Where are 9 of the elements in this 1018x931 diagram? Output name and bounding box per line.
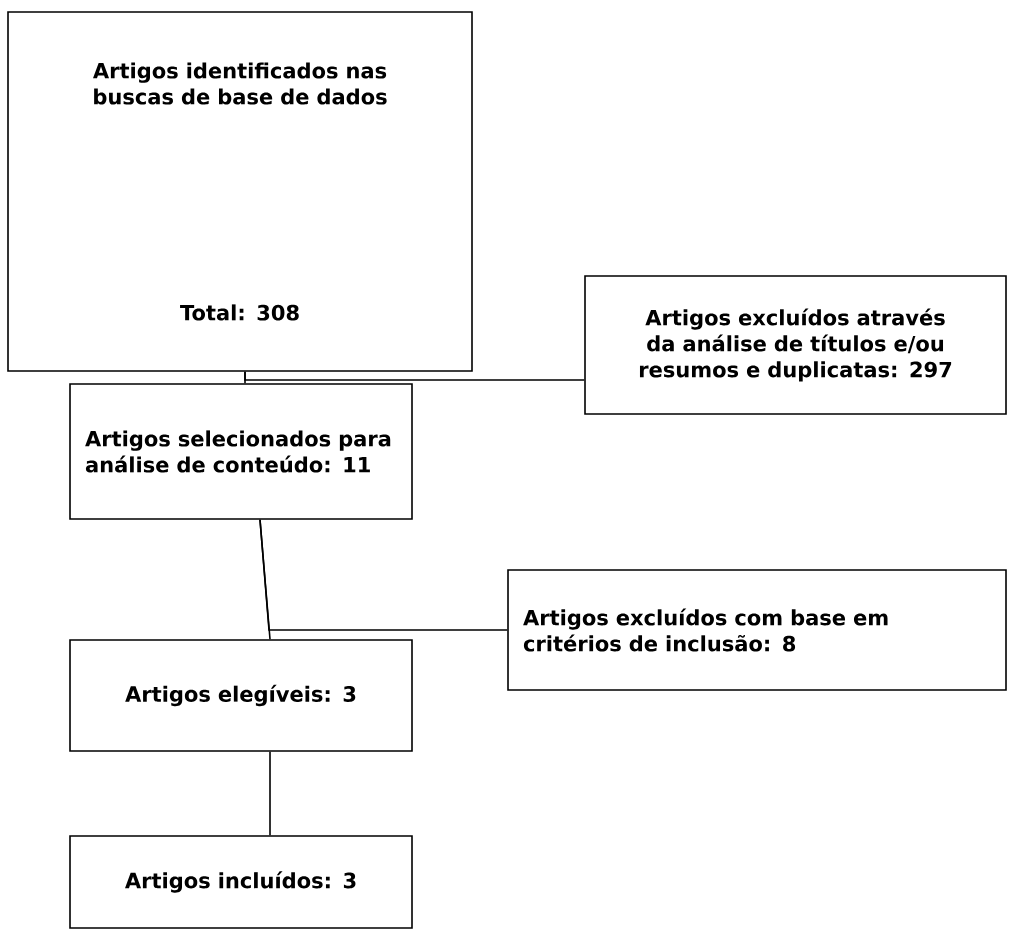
process-box: Artigos incluídos: 3	[69, 835, 413, 929]
process-box: Artigos selecionados para análise de conteúdo: 11	[69, 383, 413, 520]
connector-line	[259, 519, 508, 631]
process-box: Artigos excluídos com base em critérios de inclusão: 8	[507, 569, 1007, 691]
process-box: Artigos excluídos através da análise de títulos e/ou resumos e duplicatas: 297	[584, 275, 1007, 415]
connector-line	[269, 751, 271, 836]
process-box: Artigos elegíveis: 3	[69, 639, 413, 752]
process-box: Artigos identificados nas buscas de base de dados Total: 308	[7, 11, 473, 372]
connector-line	[244, 371, 585, 381]
